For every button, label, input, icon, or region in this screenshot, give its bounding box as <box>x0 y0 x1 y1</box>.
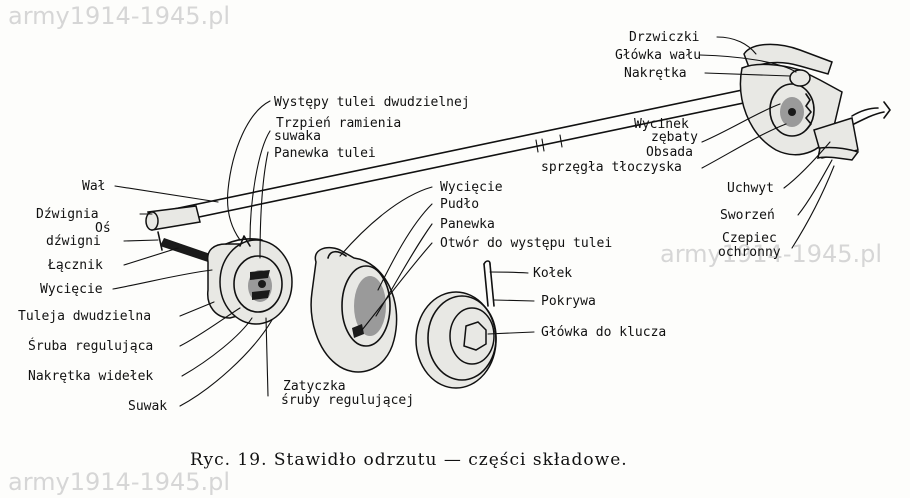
label-dzwignia: Dźwignia <box>36 207 99 222</box>
label-wycinek-1: Wycinek <box>634 117 689 132</box>
label-zatyczka-2: śruby regulującej <box>281 393 414 408</box>
label-uchwyt: Uchwyt <box>727 181 774 196</box>
label-glowka-walu: Główka wału <box>615 48 701 63</box>
right-end-assembly <box>739 43 891 161</box>
label-pokrywa: Pokrywa <box>541 294 596 309</box>
label-wystepy: Występy tulei dwudzielnej <box>274 95 470 110</box>
label-os-1: Oś <box>95 221 111 236</box>
label-zatyczka-1: Zatyczka <box>283 379 346 394</box>
label-os-2: dźwigni <box>46 234 101 249</box>
label-wyciecie-mid: Wycięcie <box>440 180 503 195</box>
label-tuleja: Tuleja dwudzielna <box>18 309 151 324</box>
label-lacznik: Łącznik <box>47 258 103 273</box>
label-panewka: Panewka <box>440 217 495 232</box>
label-kolek: Kołek <box>533 266 572 281</box>
label-otwor: Otwór do występu tulei <box>440 236 612 251</box>
label-wyciecie-left: Wycięcie <box>40 282 103 297</box>
label-czepiec-2: ochronny <box>718 245 781 260</box>
label-trzpien-2: suwaka <box>274 129 321 144</box>
box-part <box>310 246 398 373</box>
label-wycinek-2: zębaty <box>651 130 698 145</box>
label-nakretka: Nakrętka <box>624 66 687 81</box>
label-trzpien-1: Trzpień ramienia <box>276 116 401 131</box>
leader-lines <box>112 36 835 407</box>
figure-caption: Ryc. 19. Stawidło odrzutu — części skład… <box>190 450 628 470</box>
label-suwak: Suwak <box>128 399 167 414</box>
label-panewka-tulei: Panewka tulei <box>274 146 376 161</box>
watermark-bottom-left: army1914-1945.pl <box>8 468 230 496</box>
label-obsada-1: Obsada <box>646 145 693 160</box>
label-glowka-klucza: Główka do klucza <box>541 325 666 340</box>
labels: Drzwiczki Główka wału Nakrętka Wycinek z… <box>18 30 781 414</box>
label-obsada-2: sprzęgła tłoczyska <box>541 160 682 175</box>
cover-part <box>415 260 497 389</box>
shaft <box>149 79 797 227</box>
label-pudlo: Pudło <box>440 197 479 212</box>
watermark-right: army1914-1945.pl <box>660 240 882 268</box>
label-sruba: Śruba regulująca <box>28 338 153 354</box>
label-sworzen: Sworzeń <box>720 208 775 223</box>
label-nakretka-widelek: Nakrętka widełek <box>28 369 153 384</box>
label-czepiec-1: Czepiec <box>722 231 777 246</box>
label-wal: Wał <box>82 179 105 194</box>
label-drzwiczki: Drzwiczki <box>629 30 699 45</box>
lever-assembly <box>145 205 293 325</box>
watermark-top-left: army1914-1945.pl <box>8 2 230 30</box>
